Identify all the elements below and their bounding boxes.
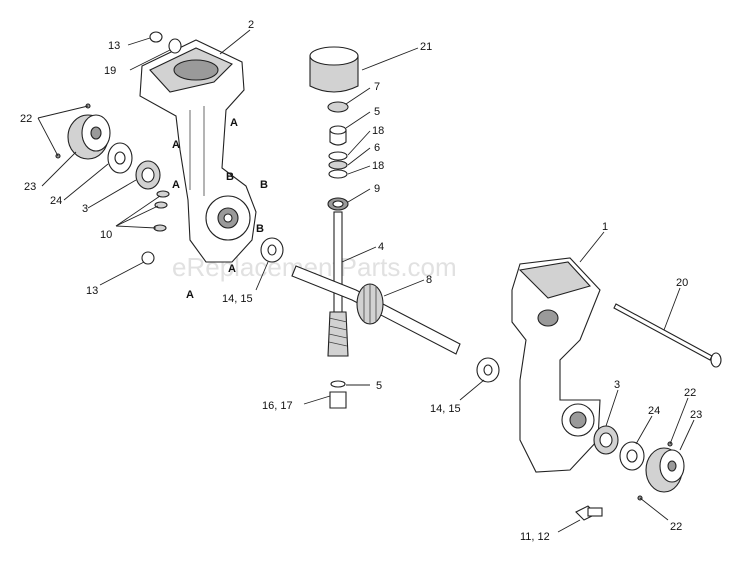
callout-23-right: 23 xyxy=(690,409,702,421)
reference-letters: A A A A A B B B xyxy=(172,117,268,301)
ref-letter-b3: B xyxy=(256,223,264,235)
callout-11-12: 11, 12 xyxy=(520,531,550,543)
callout-24-left: 24 xyxy=(50,195,62,207)
callout-14-15-left: 14, 15 xyxy=(222,293,253,305)
long-bolt xyxy=(613,303,722,368)
callout-23-left: 23 xyxy=(24,181,36,193)
callout-8: 8 xyxy=(426,274,432,286)
callout-21: 21 xyxy=(420,41,432,53)
right-housing xyxy=(511,257,601,473)
callout-22-right-upper: 22 xyxy=(684,387,696,399)
callout-3-right: 3 xyxy=(614,379,620,391)
callout-16-17: 16, 17 xyxy=(262,400,293,412)
callout-14-15-right: 14, 15 xyxy=(430,403,461,415)
callout-5-upper: 5 xyxy=(374,106,380,118)
ref-letter-b2: B xyxy=(260,179,268,191)
horizontal-shaft-gear xyxy=(291,265,461,355)
callout-20: 20 xyxy=(676,277,688,289)
ref-letter-a4: A xyxy=(228,263,236,275)
callout-9: 9 xyxy=(374,183,380,195)
ref-letter-a3: A xyxy=(172,179,180,191)
callout-7: 7 xyxy=(374,81,380,93)
callout-18-lower: 18 xyxy=(372,160,384,172)
left-wheel-stack xyxy=(55,103,161,190)
callout-6: 6 xyxy=(374,142,380,154)
callout-19: 19 xyxy=(104,65,116,77)
callout-18-upper: 18 xyxy=(372,125,384,137)
callout-22-left: 22 xyxy=(20,113,32,125)
dowel-pins xyxy=(153,190,170,232)
ref-letter-a5: A xyxy=(186,289,194,301)
callout-5-lower: 5 xyxy=(376,380,382,392)
small-bolt xyxy=(575,505,603,521)
callout-2: 2 xyxy=(248,19,254,31)
leader-lines xyxy=(37,29,695,533)
callout-24-right: 24 xyxy=(648,405,660,417)
callout-22-right-lower: 22 xyxy=(670,521,682,533)
pin-13-lower xyxy=(141,251,155,265)
callout-13-lower: 13 xyxy=(86,285,98,297)
ref-letter-b1: B xyxy=(226,171,234,183)
right-wheel-stack xyxy=(593,425,685,501)
callout-3-left: 3 xyxy=(82,203,88,215)
ref-letter-a2: A xyxy=(172,139,180,151)
callout-4: 4 xyxy=(378,241,384,253)
callout-10: 10 xyxy=(100,229,112,241)
vertical-shaft-stack xyxy=(309,46,359,409)
ref-letter-a1: A xyxy=(230,117,238,129)
callout-1: 1 xyxy=(602,221,608,233)
pin-13-upper xyxy=(149,31,163,43)
left-housing xyxy=(139,39,257,263)
thrust-washer-left-hole xyxy=(267,244,277,256)
callout-labels: 13 19 2 21 7 5 18 6 18 9 4 8 5 16, 17 14… xyxy=(20,19,702,543)
thrust-washer-right-hole xyxy=(483,364,493,376)
washer-19 xyxy=(168,38,182,54)
callout-13-upper: 13 xyxy=(108,40,120,52)
